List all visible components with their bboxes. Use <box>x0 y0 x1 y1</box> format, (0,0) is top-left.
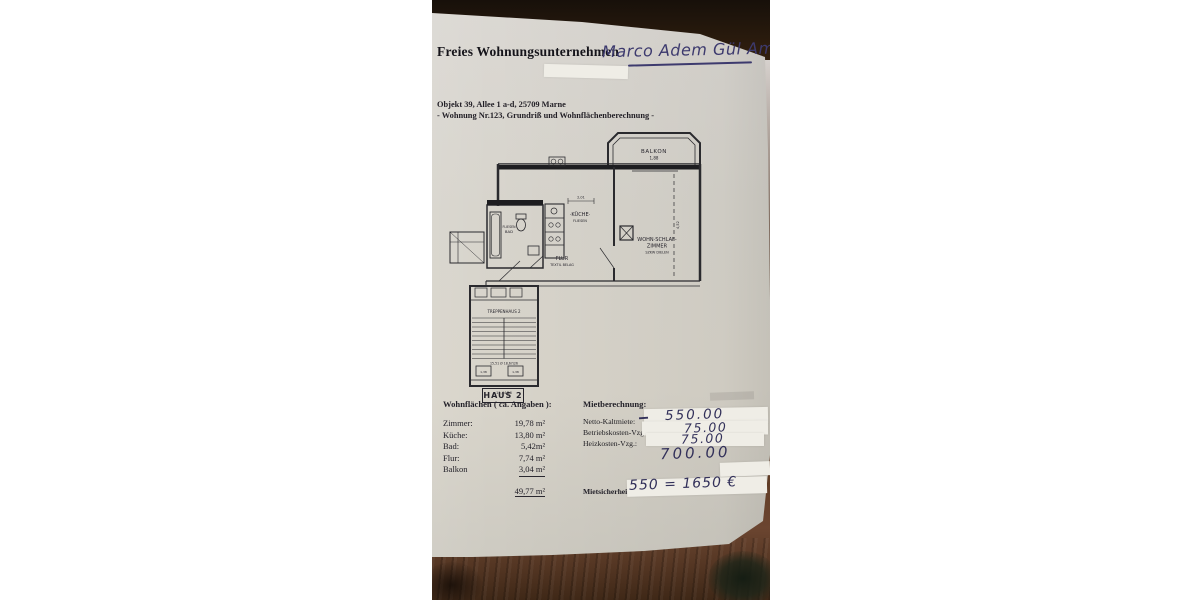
dim-landing-left: 1,38 <box>480 370 487 374</box>
document-content: Freies Wohnungsunternehmen Marco Adem Gü… <box>432 0 770 600</box>
dim-balkon: 1,88 <box>650 156 659 161</box>
haus-label: HAUS 2 <box>482 388 524 403</box>
handwritten-tenant-name: Marco Adem Gül AmaraL <box>601 37 770 62</box>
table-row: Zimmer: 19,78 m² <box>443 418 545 430</box>
area-label: Flur: <box>443 452 460 463</box>
company-title: Freies Wohnungsunternehmen <box>437 44 620 59</box>
room-label-balkon: BALKON <box>641 149 667 155</box>
table-row: Flur: 7,74 m² <box>443 453 545 465</box>
handwritten-underline-stroke <box>628 61 752 67</box>
room-label-flur-floor: TEXTIL BELAG <box>549 263 574 267</box>
whiteout-strip-rent-3 <box>646 433 764 446</box>
room-label-bad: BAD <box>505 229 513 234</box>
table-row: Bad: 5,42m² <box>443 441 545 453</box>
table-shadow-left <box>432 562 482 600</box>
address-line1: Objekt 39, Allee 1 a-d, 25709 Marne <box>437 100 566 109</box>
rent-label-kaltmiete: Netto-Kaltmiete: <box>583 417 636 426</box>
area-total-value: 49,77 m² <box>514 485 545 497</box>
dim-bottom: 11,44/26 <box>496 391 512 395</box>
rent-label-betriebskosten: Betriebskosten-Vzg.: <box>583 428 649 437</box>
address-line2: - Wohnung Nr.123, Grundriß und Wohnfläch… <box>437 111 655 120</box>
dim-stairs: 15,51 Ø 18,67/26 <box>490 361 518 366</box>
area-label: Balkon <box>443 464 468 475</box>
rent-title: Mietberechnung: <box>583 399 647 409</box>
dim-wohn: 4,52 <box>676 221 680 229</box>
rent-calculation: Mietberechnung: <box>583 399 646 409</box>
object-address: Objekt 39, Allee 1 a-d, 25709 Marne - Wo… <box>437 99 654 121</box>
deposit-label: Mietsicherheit: 3 x <box>583 487 644 496</box>
room-label-wohn-floor: SZKW DIELEN <box>645 251 669 255</box>
whiteout-strip-header <box>543 63 629 80</box>
room-label-wohn2: ZIMMER <box>647 244 668 250</box>
area-value: 7,74 m² <box>518 452 545 463</box>
room-label-wohn1: WOHN·SCHLAF- <box>637 237 677 243</box>
room-label-kueche: ·KÜCHE· <box>570 211 591 218</box>
pencil-mark <box>709 391 755 401</box>
area-label: Bad: <box>443 441 460 452</box>
room-label-treppenhaus: TREPPENHAUS 2 <box>486 309 521 314</box>
handwritten-total-rent: 700.00 <box>659 442 731 464</box>
rent-label-heizkosten: Heizkosten-Vzg.: <box>583 439 638 448</box>
area-value: 5,42m² <box>520 441 545 452</box>
dim-kueche: 2,01 <box>577 196 585 200</box>
area-label: Zimmer: <box>443 418 473 428</box>
table-row: Küche: 13,80 m² <box>443 430 545 442</box>
room-label-kueche-floor: FLIESEN <box>573 219 587 223</box>
table-row: Balkon 3,04 m² <box>443 464 545 477</box>
table-total-row: 49,77 m² <box>443 486 545 497</box>
area-value: 13,80 m² <box>514 429 545 440</box>
document-photo: Freies Wohnungsunternehmen Marco Adem Gü… <box>432 0 770 600</box>
room-label-flur: FLUR <box>556 256 569 262</box>
area-table: Wohnflächen ( ca. Angaben ): Zimmer: 19,… <box>443 399 552 497</box>
table-shadow-right <box>708 551 770 600</box>
room-label-bad-floor: FLIESEN <box>503 225 517 229</box>
dim-landing-right: 1,38 <box>512 370 519 374</box>
floorplan-drawing: BALKON 1,88 ·KÜCHE· FLIESEN WOHN·SCHLAF-… <box>449 132 702 395</box>
area-table-title: Wohnflächen ( ca. Angaben ): <box>443 399 552 409</box>
area-label: Küche: <box>443 429 468 440</box>
area-value: 19,78 m² <box>514 418 545 428</box>
area-value: 3,04 m² <box>518 464 545 477</box>
